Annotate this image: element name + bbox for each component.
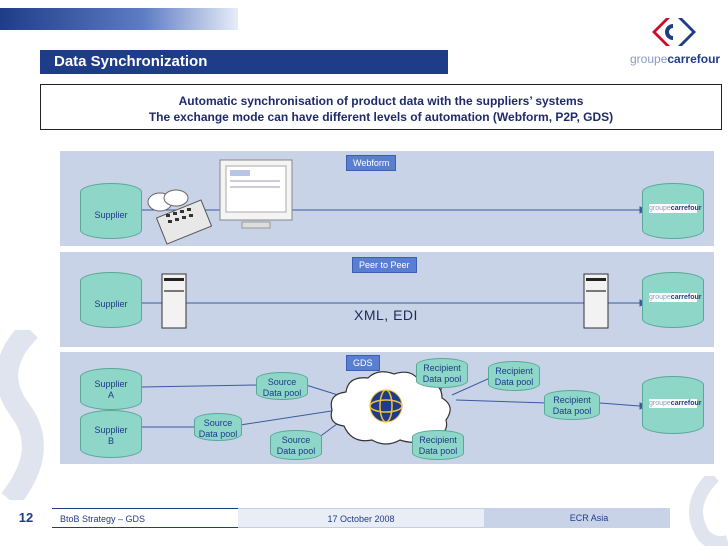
supplier-b-database: Supplier B (80, 410, 142, 458)
server-tower-icon (161, 273, 187, 329)
recipient-carrefour-database: groupecarrefour (642, 183, 704, 239)
recipient-data-pool: Recipient Data pool (544, 390, 600, 420)
carrefour-logo-icon (652, 18, 696, 46)
recipient-data-pool: Recipient Data pool (488, 361, 540, 391)
carrefour-logo-mini: groupecarrefour (649, 293, 702, 302)
top-gradient-bar (0, 8, 238, 30)
source-data-pool: Source Data pool (270, 430, 322, 460)
logo-wordmark: groupecarrefour (630, 52, 721, 66)
recipient-carrefour-database: groupecarrefour (642, 376, 704, 434)
carrefour-logo-mini: groupecarrefour (649, 399, 702, 408)
gds-tag: GDS (346, 355, 380, 371)
recipient-data-pool: Recipient Data pool (412, 430, 464, 460)
decorative-swirl-icon (0, 330, 44, 500)
keyboard-typing-icon (147, 189, 212, 245)
p2p-tag: Peer to Peer (352, 257, 417, 273)
gds-network-cloud-icon (330, 371, 451, 445)
recipient-data-pool: Recipient Data pool (416, 358, 468, 388)
supplier-a-database: Supplier A (80, 368, 142, 410)
page-number: 12 (18, 510, 34, 525)
intro-line-1: Automatic synchronisation of product dat… (178, 94, 584, 108)
webform-tag: Webform (346, 155, 397, 171)
intro-box: Automatic synchronisation of product dat… (40, 84, 722, 130)
decorative-swirl-icon (689, 476, 728, 546)
carrefour-logo: groupecarrefour (626, 14, 722, 66)
recipient-carrefour-database: groupecarrefour (642, 272, 704, 328)
footer-right-text: ECR Asia (484, 508, 670, 528)
slide-title: Data Synchronization (40, 50, 448, 74)
server-tower-icon (583, 273, 609, 329)
carrefour-logo-mini: groupecarrefour (649, 204, 702, 213)
footer-date: 17 October 2008 (238, 508, 484, 528)
intro-line-2: The exchange mode can have different lev… (148, 110, 614, 124)
protocol-label: XML, EDI (354, 307, 418, 323)
source-data-pool: Source Data pool (194, 413, 242, 441)
supplier-database: Supplier (80, 272, 142, 328)
footer-left-text: BtoB Strategy – GDS (52, 508, 238, 528)
supplier-database: Supplier (80, 183, 142, 239)
source-data-pool: Source Data pool (256, 372, 308, 400)
computer-monitor-icon (219, 159, 293, 229)
